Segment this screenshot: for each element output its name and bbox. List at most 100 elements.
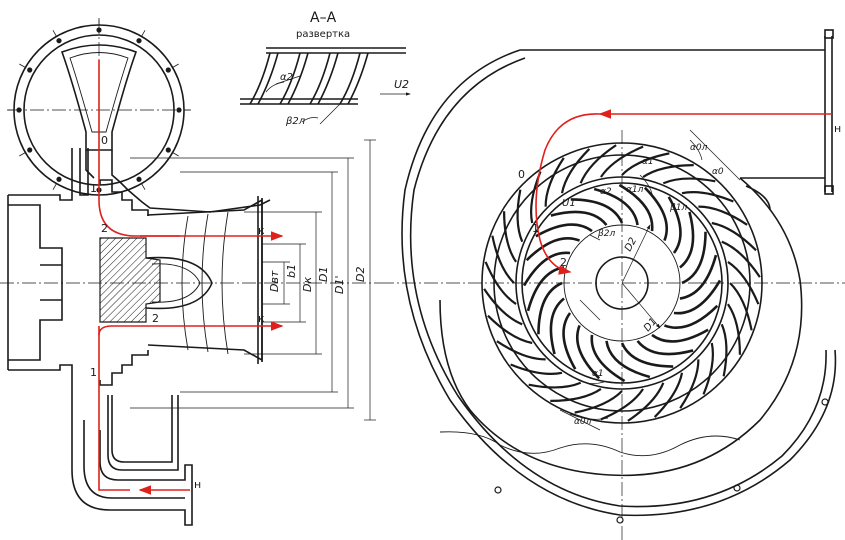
label-1-right: 1 — [532, 222, 539, 235]
impeller-blade — [681, 231, 707, 285]
guide-vane — [727, 303, 742, 355]
impeller-hub — [99, 237, 161, 323]
guide-vane — [510, 363, 563, 375]
outlet-pipe — [520, 29, 834, 195]
label-alpha0l-low: α0л — [574, 417, 592, 427]
dim-b1: b1 — [285, 264, 298, 278]
impeller-blade — [673, 279, 722, 315]
guide-vane — [487, 314, 533, 345]
bolt-hole — [136, 38, 142, 44]
impeller-blade — [550, 210, 608, 226]
guide-vane — [681, 191, 734, 203]
lower-volute — [71, 395, 193, 526]
impeller-blade — [562, 312, 577, 370]
guide-vane — [574, 390, 623, 414]
label-u2-section: U2 — [394, 78, 409, 91]
guide-vane — [516, 189, 524, 243]
impeller-blade — [651, 328, 709, 343]
label-alpha0-top: α0 — [712, 167, 724, 177]
impeller-blade — [636, 340, 694, 356]
section-title: А–А — [310, 10, 337, 26]
guide-vane — [720, 323, 728, 377]
guide-vane — [600, 145, 644, 178]
impeller-blade — [663, 304, 719, 330]
bolt-hole — [56, 38, 62, 44]
impeller-blade — [549, 297, 565, 355]
label-1-top-left: 1 — [90, 182, 97, 195]
section-aa: А–А развертка α2 β2л U2 — [240, 10, 411, 127]
developed-blades — [249, 52, 369, 105]
guide-vane — [496, 340, 546, 361]
label-d1-right: D1 — [642, 316, 659, 334]
label-u1: U1 — [562, 198, 576, 209]
label-alpha1-top: α1 — [642, 157, 654, 167]
guide-vane — [711, 221, 757, 252]
guide-vane — [727, 261, 760, 305]
guide-vane — [662, 177, 716, 185]
bolt-hole — [136, 176, 142, 182]
dim-d1: D1 — [317, 267, 330, 282]
impeller-blade — [590, 334, 626, 383]
flow-path-right — [535, 109, 832, 275]
label-2-right: 2 — [560, 256, 567, 269]
left-section-view: Dвт b1 Dк D1 D1' D2 0 1 2 к 2 к 1 н — [0, 18, 380, 526]
impeller-blade — [522, 251, 571, 287]
label-beta1l: β1л — [669, 203, 687, 213]
dim-d2: D2 — [354, 267, 367, 282]
label-k-top-left: к — [258, 224, 265, 237]
guide-vane — [729, 282, 753, 331]
impeller-blade — [679, 211, 695, 269]
guide-vane — [721, 240, 761, 278]
dim-d1-prime: D1' — [333, 276, 346, 295]
guide-vane — [484, 261, 517, 305]
bolt-tick — [52, 183, 57, 190]
dimension-lines — [130, 139, 376, 421]
label-d2-right: D2 — [623, 236, 639, 254]
label-1-bottom-left: 1 — [90, 366, 97, 379]
impeller-blade — [537, 281, 563, 335]
guide-vane — [621, 152, 670, 176]
casing — [7, 148, 271, 420]
bolt-tick — [19, 63, 26, 68]
impeller-blade — [535, 223, 593, 238]
bolt-tick — [172, 152, 179, 157]
label-alpha2-right: α2 — [600, 187, 612, 197]
label-2-top-left: 2 — [101, 222, 108, 235]
bolt-hole — [27, 147, 33, 153]
guide-vane — [550, 388, 602, 403]
guide-vane — [491, 235, 515, 284]
label-0-right: 0 — [518, 168, 525, 181]
guide-vane — [702, 342, 714, 395]
guide-vane — [579, 144, 617, 184]
guide-vane — [642, 163, 694, 178]
lower-bolts — [494, 398, 829, 524]
volute-spiral — [401, 49, 837, 517]
dim-dk: Dк — [301, 277, 314, 292]
impeller-blade — [575, 324, 601, 380]
label-alpha0l-top: α0л — [690, 143, 708, 153]
label-alpha1-low: α1 — [592, 369, 604, 379]
volute-bolt — [733, 484, 741, 492]
bolt-tick — [52, 30, 57, 37]
guide-vane — [653, 372, 684, 418]
volute-bolt — [821, 398, 829, 406]
impeller-blade — [643, 186, 669, 242]
bolt-hole — [56, 176, 62, 182]
flow-labels-left: 0 1 2 к 2 к 1 н — [90, 134, 265, 491]
label-h-right: н — [834, 122, 841, 135]
flow-path-left — [98, 60, 284, 495]
bolt-hole — [165, 147, 171, 153]
bolt-hole — [165, 67, 171, 73]
guide-vane — [627, 382, 665, 422]
label-2-bottom-left: 2 — [152, 312, 159, 325]
bolt-hole — [27, 67, 33, 73]
label-alpha1l-top: α1л — [626, 185, 644, 195]
label-h-left: н — [194, 478, 201, 491]
volute-bolt — [616, 516, 624, 524]
bolt-tick — [141, 30, 146, 37]
bolt-tick — [141, 183, 146, 190]
dimension-labels: Dвт b1 Dк D1 D1' D2 — [268, 264, 367, 294]
guide-vane — [560, 148, 591, 194]
impeller-blade — [679, 254, 718, 300]
